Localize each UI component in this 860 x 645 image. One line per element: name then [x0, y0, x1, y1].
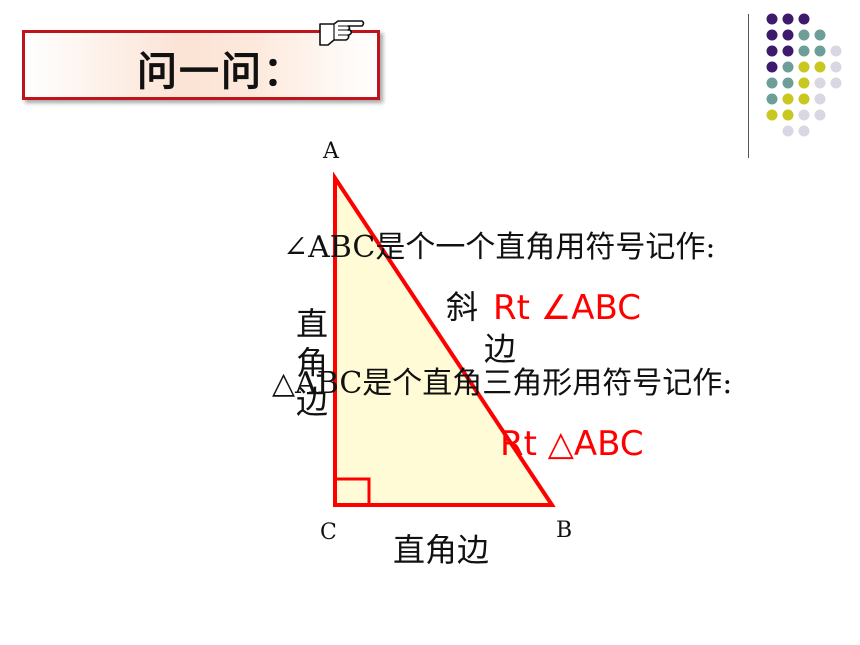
decorative-dot — [814, 109, 826, 121]
decorative-dot — [782, 29, 794, 41]
pointing-hand-icon — [319, 20, 365, 46]
hypotenuse-label-2: 边 — [484, 330, 517, 368]
decorative-dot-grid — [766, 13, 842, 137]
triangle-notation: Rt △ABC — [500, 424, 644, 464]
decorative-dot — [766, 13, 778, 25]
decorative-dot — [766, 61, 778, 73]
vertex-a-label: A — [323, 139, 339, 164]
decorative-dot — [814, 93, 826, 105]
decorative-dot — [814, 77, 826, 89]
page-title: 问一问： — [137, 49, 305, 95]
decorative-dot — [766, 45, 778, 57]
decorative-dot — [798, 45, 810, 57]
decorative-dot — [798, 109, 810, 121]
decorative-dot — [766, 109, 778, 121]
decorative-dot — [782, 109, 794, 121]
vertical-leg-label-2: 角 — [296, 344, 329, 382]
decorative-dot — [782, 125, 794, 137]
decorative-dot — [782, 77, 794, 89]
decorative-dot — [766, 29, 778, 41]
decorative-dot — [798, 29, 810, 41]
decorative-dot — [798, 61, 810, 73]
decorative-dot — [766, 93, 778, 105]
angle-notation: Rt ∠ABC — [493, 288, 641, 328]
decorative-dot — [830, 77, 842, 89]
vertex-c-label: C — [320, 520, 337, 545]
vertex-b-label: B — [556, 518, 573, 543]
horizontal-leg-label: 直角边 — [393, 531, 490, 569]
decorative-dot — [814, 45, 826, 57]
right-angle-marker — [335, 477, 371, 505]
decorative-dot — [814, 61, 826, 73]
angle-statement: ∠ABC是个一个直角用符号记作: — [283, 230, 716, 265]
decorative-dot — [782, 13, 794, 25]
hypotenuse-label-1: 斜 — [446, 288, 479, 326]
triangle-statement: △ABC是个直角三角形用符号记作: — [272, 366, 733, 401]
decorative-dot — [798, 125, 810, 137]
decorative-dot — [830, 45, 842, 57]
decorative-dot — [798, 77, 810, 89]
decorative-dot — [782, 45, 794, 57]
decorative-dot — [814, 29, 826, 41]
decorative-dot — [782, 61, 794, 73]
decorative-dot — [782, 93, 794, 105]
divider-line — [748, 14, 749, 158]
decorative-dot — [798, 93, 810, 105]
vertical-leg-label-1: 直 — [296, 305, 329, 343]
decorative-dot — [830, 61, 842, 73]
vertical-leg-label-3: 边 — [296, 383, 329, 421]
decorative-dot — [766, 77, 778, 89]
decorative-dot — [798, 13, 810, 25]
triangle-abc — [333, 171, 556, 507]
